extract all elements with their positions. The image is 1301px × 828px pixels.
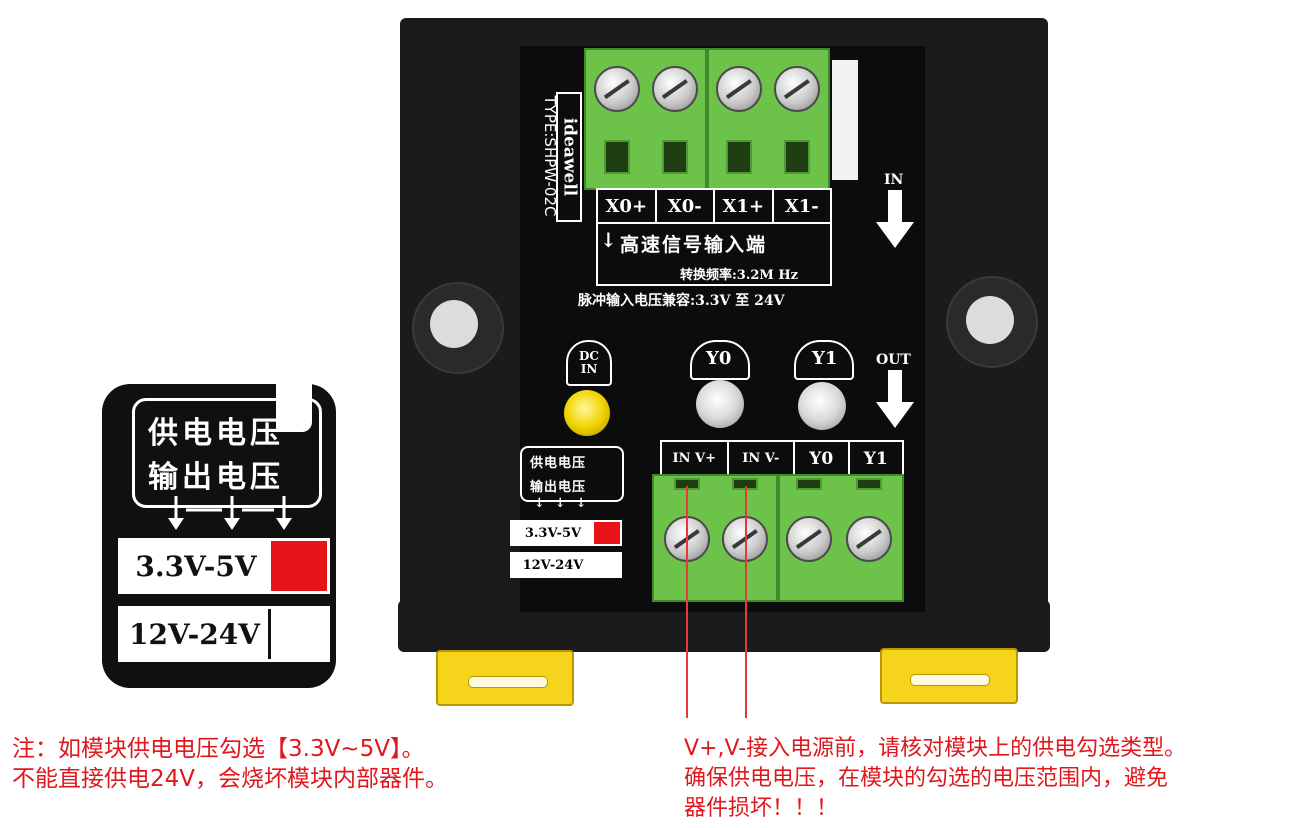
screw-icon[interactable] — [716, 66, 762, 112]
board-option-high-label: 12V-24V — [512, 554, 594, 576]
terminal-label-vminus: IN V- — [729, 442, 795, 476]
out-arrow-label: OUT — [876, 352, 911, 368]
board-option-low: 3.3V-5V — [510, 520, 622, 546]
terminal-label-x1p: X1+ — [715, 190, 774, 222]
zoom-legend-box — [132, 398, 322, 508]
brand-box: ideawell — [556, 92, 582, 222]
zoom-arrows-icon — [168, 496, 292, 530]
dc-in-tag: DC IN — [566, 340, 612, 386]
terminal-label-x0m: X0- — [657, 190, 715, 222]
y0-led-tag — [690, 340, 750, 380]
zoom-output-label: 输出电压 — [148, 460, 284, 495]
note-left-line2: 不能直接供电24V，会烧坏模块内部器件。 — [12, 766, 449, 792]
board-legend-arrows: ↓↓↓ — [534, 496, 597, 511]
screw-icon[interactable] — [594, 66, 640, 112]
note-right-line2: 确保供电电压，在模块的勾选的电压范围内，避免 — [684, 766, 1169, 791]
pulse-voltage-range: 脉冲输入电压兼容:3.3V 至 24V — [578, 293, 785, 309]
brand-label: ideawell — [559, 117, 580, 197]
wire-hole[interactable] — [796, 478, 822, 490]
terminal-label-y1: Y1 — [863, 449, 888, 469]
vminus-pointer-line — [745, 486, 747, 718]
board-supply-label: 供电电压 — [530, 456, 587, 471]
board-option-low-mark[interactable] — [594, 522, 620, 544]
note-left-line1: 注：如模块供电电压勾选【3.3V~5V】。 — [12, 736, 425, 762]
zoom-option-high-mark[interactable] — [268, 609, 327, 659]
terminal-label-x0p: X0+ — [598, 190, 657, 222]
zoom-option-low: 3.3V-5V — [118, 538, 330, 594]
output-terminal-labels: IN V+ IN V- Y0 Y1 — [660, 440, 904, 478]
vplus-pointer-line — [686, 486, 688, 718]
output-terminal-divider — [776, 474, 780, 602]
board-option-high-mark[interactable] — [594, 554, 620, 576]
down-arrow-icon: ↓ — [600, 228, 617, 252]
zoom-option-low-label: 3.3V-5V — [121, 541, 271, 591]
input-title-box — [596, 224, 832, 286]
zoom-option-high: 12V-24V — [118, 606, 330, 662]
dc-in-label: DC IN — [579, 349, 599, 376]
wire-hole[interactable] — [856, 478, 882, 490]
y1-led-tag — [794, 340, 854, 380]
y1-led — [798, 382, 846, 430]
in-arrow-icon — [876, 190, 914, 248]
input-terminal-labels: X0+ X0- X1+ X1- — [596, 188, 832, 224]
zoom-option-high-label: 12V-24V — [121, 609, 268, 659]
y0-led — [696, 380, 744, 428]
zoom-option-low-mark[interactable] — [271, 541, 327, 591]
dc-in-led — [564, 390, 610, 436]
din-clip-right-slot — [910, 674, 990, 686]
board-output-label: 输出电压 — [530, 480, 587, 495]
screw-icon[interactable] — [786, 516, 832, 562]
wire-hole[interactable] — [662, 140, 688, 174]
terminal-label-vplus: IN V+ — [662, 442, 729, 476]
wire-hole[interactable] — [726, 140, 752, 174]
right-mount-hole — [966, 296, 1014, 344]
wire-hole[interactable] — [604, 140, 630, 174]
screw-icon[interactable] — [652, 66, 698, 112]
zoom-white-tab — [276, 384, 312, 432]
y1-led-label: Y1 — [812, 348, 838, 369]
board-option-high: 12V-24V — [510, 552, 622, 578]
left-mount-hole — [430, 300, 478, 348]
board-supply-legend — [520, 446, 624, 502]
board-option-low-label: 3.3V-5V — [512, 522, 594, 544]
din-clip-left-slot — [468, 676, 548, 688]
wire-hole[interactable] — [784, 140, 810, 174]
terminal-label-y0: Y0 — [795, 442, 850, 476]
input-terminal-divider — [705, 48, 709, 190]
screw-icon[interactable] — [846, 516, 892, 562]
screw-icon[interactable] — [774, 66, 820, 112]
conversion-frequency: 转换频率:3.2M Hz — [680, 268, 798, 283]
out-arrow-icon — [876, 370, 914, 428]
terminal-label-x1m: X1- — [784, 195, 819, 217]
in-arrow-label: IN — [884, 172, 904, 188]
y0-led-label: Y0 — [706, 348, 732, 369]
type-label: TYPE:SHPW-02C — [541, 95, 559, 217]
note-right-line1: V+,V-接入电源前，请核对模块上的供电勾选类型。 — [684, 736, 1187, 761]
note-right-line3: 器件损坏！！！ — [684, 796, 839, 821]
input-title: 高速信号输入端 — [620, 234, 768, 256]
zoom-supply-label: 供电电压 — [148, 416, 284, 451]
label-strip — [832, 60, 858, 180]
